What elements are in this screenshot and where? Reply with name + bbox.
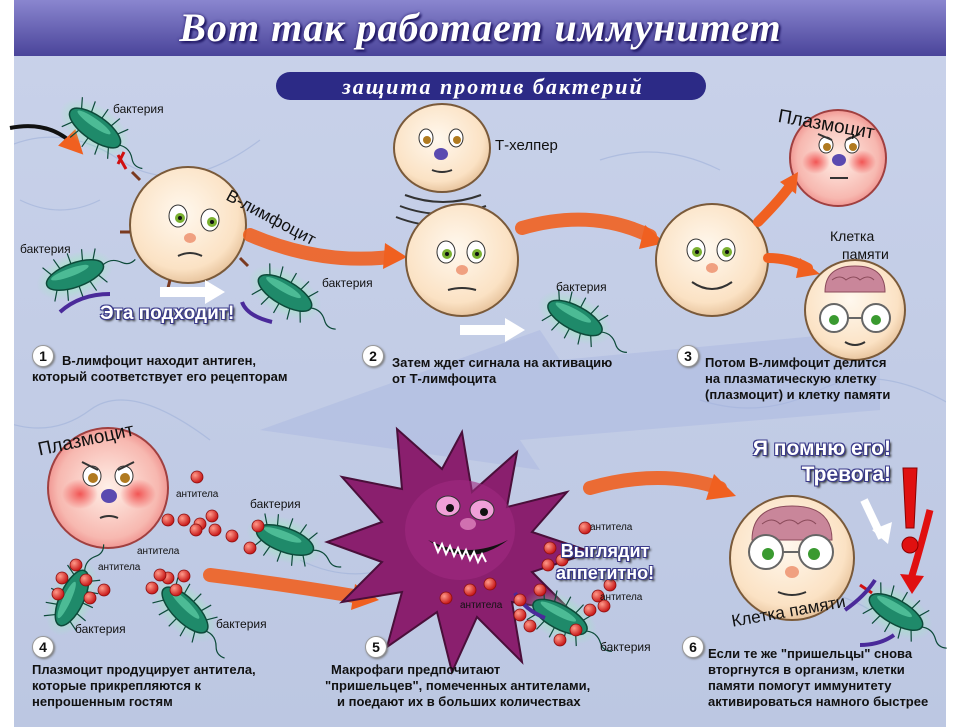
bacteria-label-2: бактерия (20, 242, 71, 256)
step-3-line-3: (плазмоцит) и клетку памяти (677, 387, 937, 403)
antibody-19 (190, 524, 202, 536)
antibody-1 (162, 514, 174, 526)
antibody-4 (209, 524, 221, 536)
antibody-22 (544, 542, 556, 554)
antibody-26 (464, 584, 476, 596)
step-2-line-1: Затем ждет сигнала на активацию (362, 355, 662, 371)
step-5-text: Макрофаги предпочитают "пришельцев", пом… (325, 662, 645, 710)
antibody-0 (191, 471, 203, 483)
bacteria-label-8: бактерия (600, 640, 651, 654)
antibody-25 (440, 592, 452, 604)
step-1-line-2: который соответствует его рецепторам (32, 369, 362, 385)
step-5-line-2: "пришельцев", помеченных антителами, (325, 678, 645, 694)
step-4-line-1: Плазмоцит продуцирует антитела, (32, 662, 332, 678)
speech-tasty: Выглядит аппетитно! (556, 540, 654, 584)
bacteria-label-3: бактерия (322, 276, 373, 290)
bacteria-label-4: бактерия (556, 280, 607, 294)
antibody-20 (206, 510, 218, 522)
antibody-16 (80, 574, 92, 586)
antibodies-label-3: антитела (98, 562, 140, 573)
step-6-text: Если те же "пришельцы" снова вторгнутся … (682, 646, 944, 710)
bacteria-label-7: бактерия (216, 617, 267, 631)
step-5-line-1: Макрофаги предпочитают (325, 662, 645, 678)
speech-remember: Я помню его! Тревога! (733, 436, 891, 488)
antibody-30 (584, 604, 596, 616)
step-1-line-1: В-лимфоцит находит антиген, (32, 353, 362, 369)
bacteria-label-5: бактерия (250, 497, 301, 511)
step-3-text: Потом В-лимфоцит делится на плазматическ… (677, 355, 937, 403)
step-5-line-3: и поедают их в больших количествах (325, 694, 645, 710)
memory-cell-label-top-1: Клетка (830, 228, 874, 244)
memory-cell-label-top-2: памяти (842, 246, 889, 262)
step-4-text: Плазмоцит продуцирует антитела, которые … (32, 662, 332, 710)
step-2-text: Затем ждет сигнала на активацию от Т-лим… (362, 355, 662, 387)
antibody-11 (154, 569, 166, 581)
speech-tasty-line-2: аппетитно! (556, 562, 654, 584)
antibody-9 (178, 570, 190, 582)
antibody-10 (146, 582, 158, 594)
step-6-line-4: активироваться намного быстрее (682, 694, 944, 710)
antibody-15 (52, 588, 64, 600)
antibody-29 (534, 584, 546, 596)
bacteria-label-1: бактерия (113, 102, 164, 116)
step-6-line-3: памяти помогут иммунитету (682, 678, 944, 694)
antibody-37 (514, 609, 526, 621)
antibody-17 (84, 592, 96, 604)
antibodies-label-5: антитела (460, 600, 502, 611)
speech-remember-line-2: Тревога! (733, 462, 891, 488)
step-1-text: В-лимфоцит находит антиген, который соот… (32, 353, 362, 385)
antibody-5 (226, 530, 238, 542)
step-6-line-2: вторгнутся в организм, клетки (682, 662, 944, 678)
antibody-35 (554, 634, 566, 646)
antibody-18 (98, 584, 110, 596)
antibody-6 (244, 542, 256, 554)
antibody-27 (484, 578, 496, 590)
antibody-33 (570, 624, 582, 636)
antibody-34 (524, 620, 536, 632)
antibody-28 (514, 594, 526, 606)
antibodies-label-2: антитела (137, 546, 179, 557)
t-helper-label: Т-хелпер (495, 137, 558, 154)
step-4-line-3: непрошенным гостям (32, 694, 332, 710)
step-2-line-2: от Т-лимфоцита (362, 371, 662, 387)
step-3-line-1: Потом В-лимфоцит делится (677, 355, 937, 371)
antibody-24 (542, 559, 554, 571)
antibodies-label-4: антитела (590, 522, 632, 533)
antibodies-label-6: антитела (600, 592, 642, 603)
page-title: Вот так работает иммунитет (0, 4, 961, 51)
step-5-number: 5 (365, 636, 387, 658)
speech-remember-line-1: Я помню его! (733, 436, 891, 462)
speech-fits: Эта подходит! (100, 303, 234, 325)
speech-tasty-line-1: Выглядит (556, 540, 654, 562)
step-4-line-2: которые прикрепляются к (32, 678, 332, 694)
step-3-line-2: на плазматическую клетку (677, 371, 937, 387)
step-6-line-1: Если те же "пришельцы" снова (682, 646, 944, 662)
antibody-14 (56, 572, 68, 584)
antibodies-label-1: антитела (176, 489, 218, 500)
step-4-number: 4 (32, 636, 54, 658)
antibody-7 (252, 520, 264, 532)
antibody-12 (170, 584, 182, 596)
antibody-13 (70, 559, 82, 571)
bacteria-label-6: бактерия (75, 622, 126, 636)
antibody-2 (178, 514, 190, 526)
subtitle: защита против бактерий (293, 73, 693, 101)
